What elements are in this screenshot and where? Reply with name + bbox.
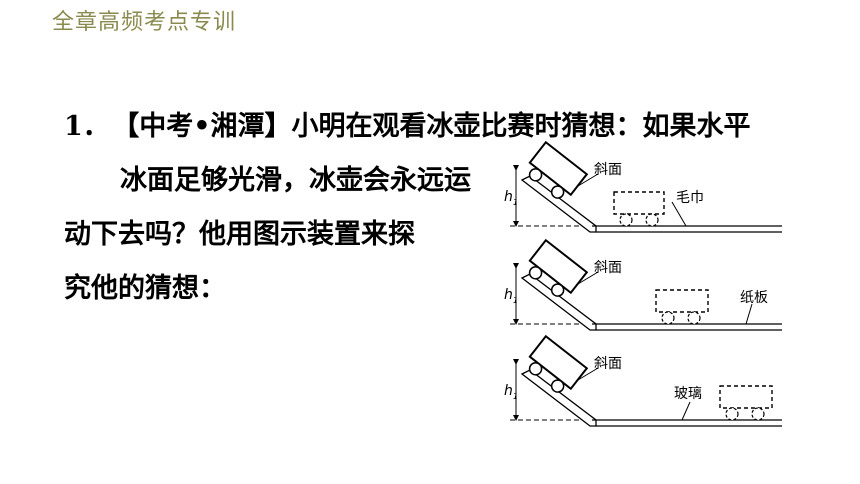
panel-glass: h1 斜面 玻璃 xyxy=(504,334,782,427)
incline xyxy=(520,273,597,331)
question-line-4: 究他的猜想： xyxy=(64,273,226,304)
question-text-1: 【中考•湘潭】小明在观看冰壶比赛时猜想：如果水平 xyxy=(125,111,751,142)
question-line-1: 1． 【中考•湘潭】小明在观看冰壶比赛时猜想：如果水平 xyxy=(64,104,751,143)
slope-label: 斜面 xyxy=(594,356,622,372)
wheel xyxy=(645,213,659,227)
surface-label: 毛巾 xyxy=(676,190,704,206)
wheel xyxy=(661,311,675,325)
wheel xyxy=(687,311,701,325)
wheel xyxy=(619,213,633,227)
cart-dashed xyxy=(655,289,709,313)
panel-cardboard: h1 斜面 纸板 xyxy=(504,238,782,331)
surface-leader xyxy=(671,201,687,227)
cart-on-slope xyxy=(528,334,589,393)
question-line-3: 动下去吗？他用图示装置来探 xyxy=(64,219,415,250)
slope-leader xyxy=(577,173,599,187)
surface-label: 纸板 xyxy=(740,290,768,306)
wheel xyxy=(725,407,739,421)
cart-dashed xyxy=(719,385,773,409)
height-label: h1 xyxy=(504,287,518,305)
cart-dashed xyxy=(613,191,665,215)
surface-label: 玻璃 xyxy=(674,385,702,402)
surface-leader xyxy=(745,303,753,325)
cart-on-slope xyxy=(528,140,589,199)
surface-leader xyxy=(681,401,691,421)
wheel xyxy=(751,407,765,421)
incline xyxy=(520,175,597,233)
cart-on-slope xyxy=(528,238,589,297)
height-label: h1 xyxy=(504,383,518,401)
slope-label: 斜面 xyxy=(594,260,622,276)
slope-label: 斜面 xyxy=(594,162,622,178)
panel-towel: h1 斜面 毛巾 xyxy=(504,140,782,233)
slope-leader xyxy=(577,271,599,285)
height-label: h1 xyxy=(504,189,518,207)
incline xyxy=(520,369,597,427)
header-title: 全章高频考点专训 xyxy=(52,10,237,35)
experiment-figure: h1 斜面 毛巾 h1 斜面 纸板 xyxy=(504,140,782,427)
slope-leader xyxy=(577,367,599,381)
question-line-2: 冰面足够光滑，冰壶会永远运 xyxy=(120,165,471,196)
question-number: 1． xyxy=(64,111,110,142)
